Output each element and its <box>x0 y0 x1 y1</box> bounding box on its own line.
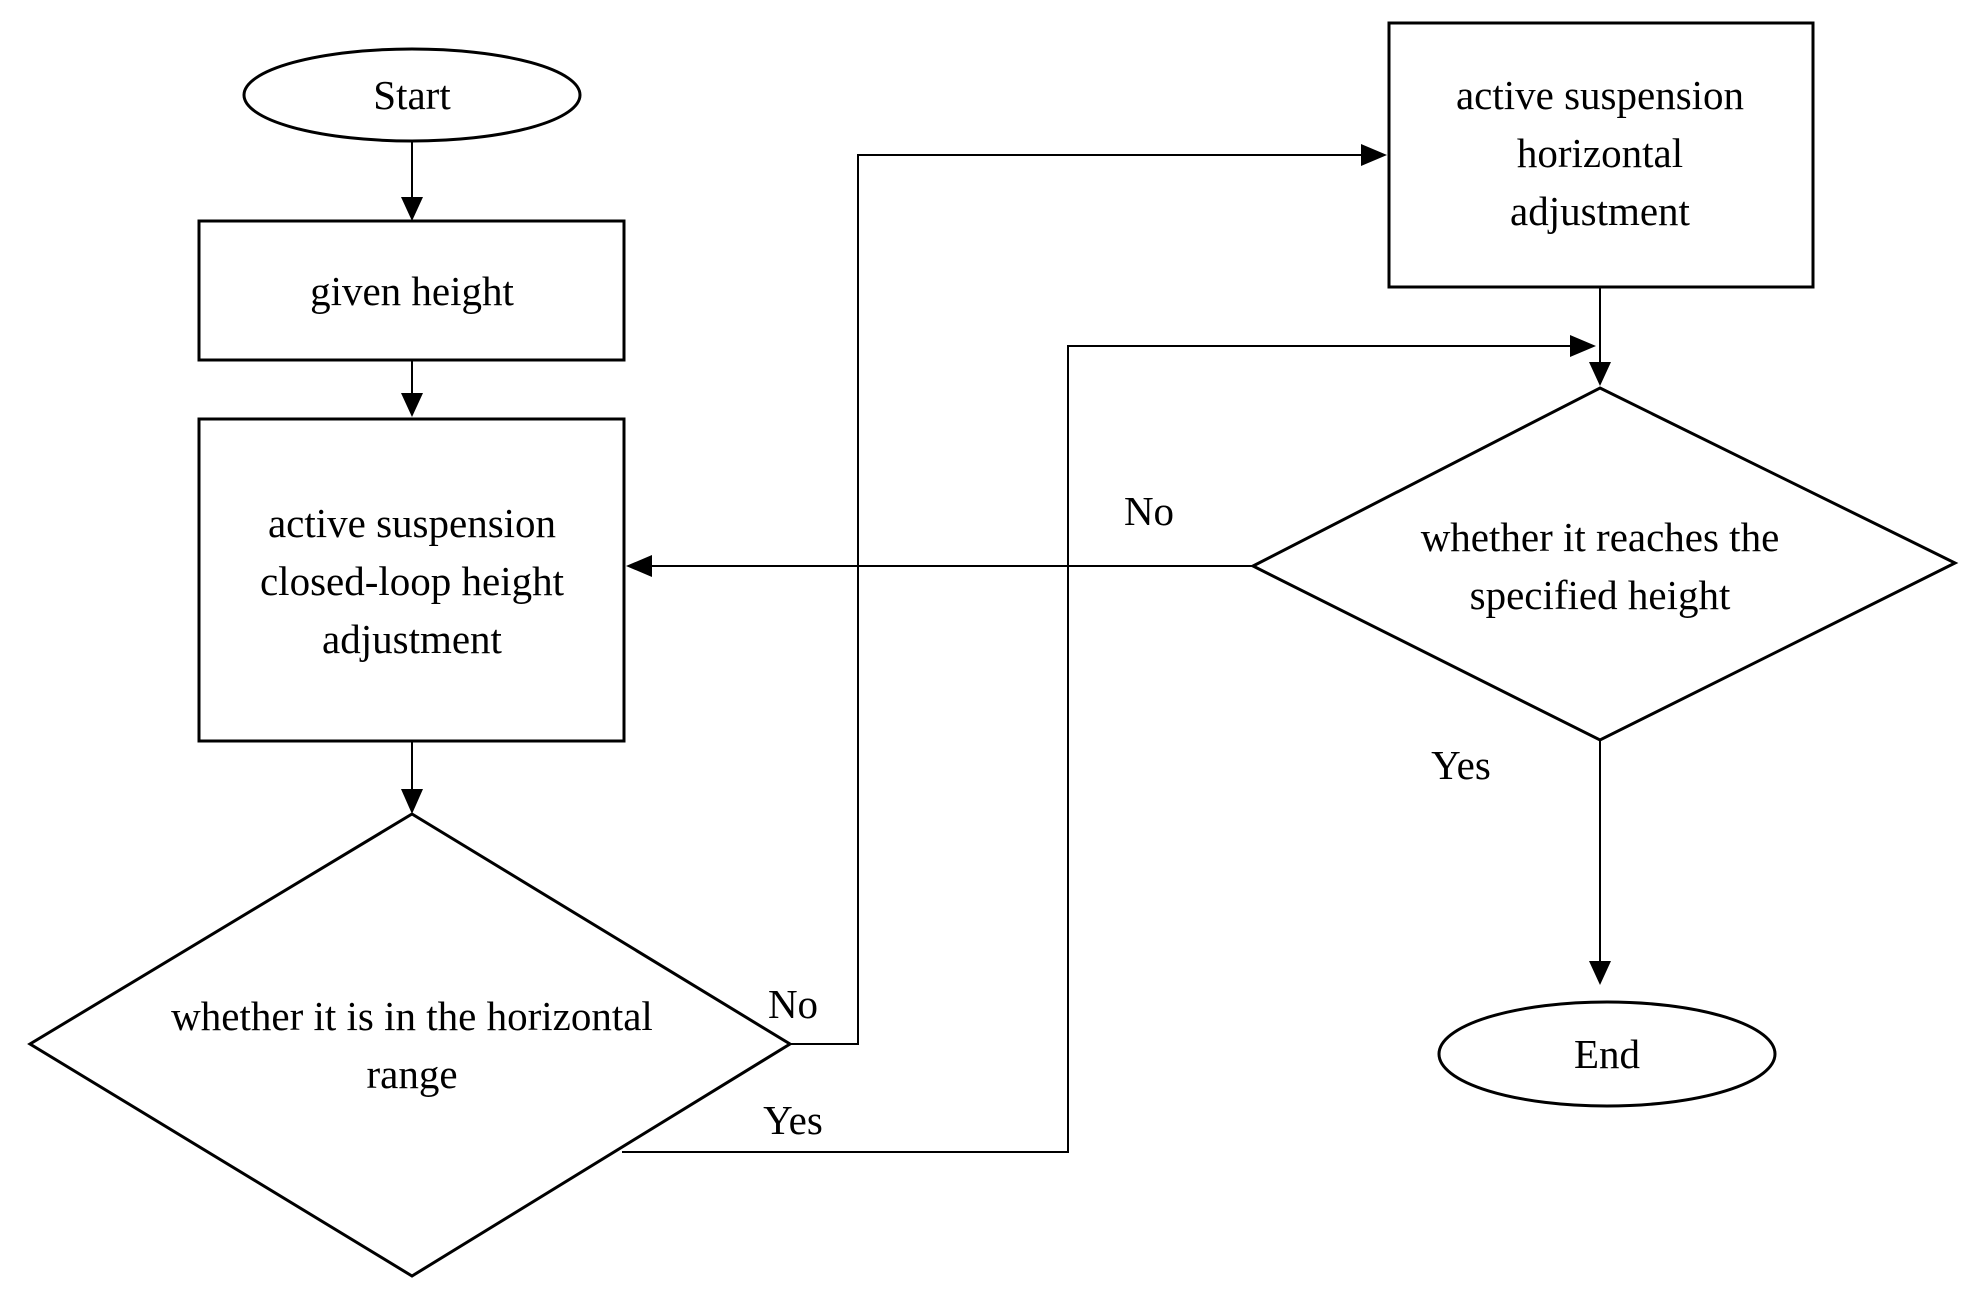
horizontal-yes-label: Yes <box>763 1097 823 1143</box>
given-height-node: given height <box>197 219 626 362</box>
arrowhead <box>626 555 652 577</box>
height-check-diamond <box>1249 386 1959 742</box>
height-check-label-line2: specified height <box>1470 572 1731 618</box>
height-check-label-line1: whether it reaches the <box>1421 514 1780 560</box>
arrowhead <box>1589 961 1611 985</box>
height-no-label: No <box>1124 488 1174 534</box>
height-yes-label: Yes <box>1431 742 1491 788</box>
horizontal-adjustment-label-line1: active suspension <box>1456 72 1744 118</box>
arrowhead <box>1570 335 1596 357</box>
arrowhead <box>401 197 423 221</box>
edge-labels: No Yes No Yes <box>763 488 1491 1143</box>
horizontal-range-diamond <box>27 812 793 1278</box>
given-height-label: given height <box>310 268 514 314</box>
end-label: End <box>1574 1031 1640 1077</box>
horizontal-adjustment-node: active suspension horizontal adjustment <box>1387 21 1815 289</box>
given-height-box <box>197 219 626 362</box>
closed-loop-adjustment-node: active suspension closed-loop height adj… <box>197 417 626 743</box>
closed-loop-adjustment-box <box>197 417 626 743</box>
horizontal-no-label: No <box>768 981 818 1027</box>
horizontal-range-decision-node: whether it is in the horizontal range <box>27 812 793 1278</box>
arrowhead <box>1589 362 1611 386</box>
start-node: Start <box>242 47 582 143</box>
horizontal-adjustment-label-line2: horizontal <box>1517 130 1683 176</box>
horizontal-adjustment-label-line3: adjustment <box>1510 188 1691 234</box>
connector-horizontal-no-path <box>790 154 1362 1045</box>
start-ellipse <box>242 47 582 143</box>
start-label: Start <box>373 72 451 118</box>
arrowhead <box>401 393 423 417</box>
height-check-decision-node: whether it reaches the specified height <box>1249 386 1959 742</box>
horizontal-range-label-line1: whether it is in the horizontal <box>171 993 653 1039</box>
closed-loop-label-line2: closed-loop height <box>260 558 565 604</box>
arrowhead <box>401 789 423 814</box>
closed-loop-label-line3: adjustment <box>322 616 503 662</box>
end-ellipse <box>1437 1000 1777 1108</box>
end-node: End <box>1437 1000 1777 1108</box>
horizontal-adjustment-box <box>1387 21 1815 289</box>
connectors <box>401 141 1611 1153</box>
horizontal-range-label-line2: range <box>366 1051 457 1097</box>
arrowhead <box>1361 144 1387 166</box>
connector-horizontal-yes-path <box>622 345 1571 1153</box>
closed-loop-label-line1: active suspension <box>268 500 556 546</box>
